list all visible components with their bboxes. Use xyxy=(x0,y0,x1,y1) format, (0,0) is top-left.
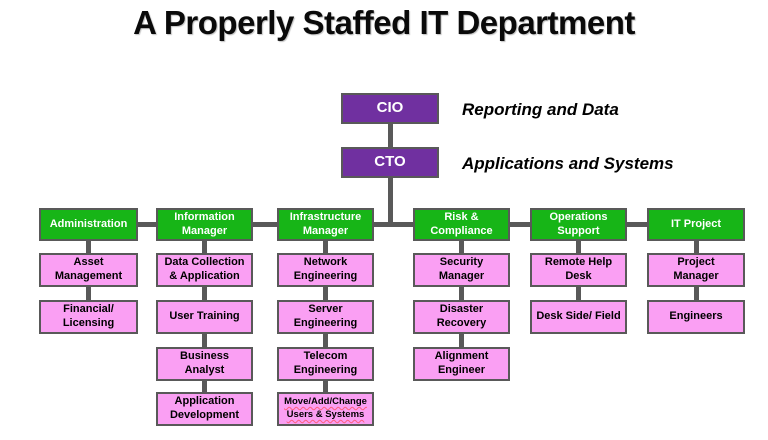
org-node-security-manager: Security Manager xyxy=(413,253,510,287)
org-node-application-development: Application Development xyxy=(156,392,253,426)
org-node-cto: CTO xyxy=(341,147,439,178)
org-node-desk-side-field: Desk Side/ Field xyxy=(530,300,627,334)
org-node-disaster-recovery: Disaster Recovery xyxy=(413,300,510,334)
connector-cto-bus xyxy=(388,176,393,227)
org-node-user-training: User Training xyxy=(156,300,253,334)
org-node-infrastructure-manager: Infrastructure Manager xyxy=(277,208,374,241)
connector-infrastructure-risk xyxy=(372,222,415,227)
org-node-risk-compliance: Risk & Compliance xyxy=(413,208,510,241)
org-node-telecom-engineering: Telecom Engineering xyxy=(277,347,374,381)
org-node-it-project: IT Project xyxy=(647,208,745,241)
connector-risk-operations xyxy=(508,222,532,227)
org-node-asset-management: Asset Management xyxy=(39,253,138,287)
org-node-project-manager: Project Manager xyxy=(647,253,745,287)
annotation-applications-and-systems: Applications and Systems xyxy=(462,154,674,173)
org-node-financial-licensing: Financial/ Licensing xyxy=(39,300,138,334)
connector-cio-cto xyxy=(388,120,393,150)
org-node-move-add-change-users-systems: Move/Add/Change Users & Systems xyxy=(277,392,374,426)
annotation-reporting-and-data: Reporting and Data xyxy=(462,100,619,119)
connector-operations-itproject xyxy=(625,222,649,227)
org-node-network-engineering: Network Engineering xyxy=(277,253,374,287)
org-node-remote-help-desk: Remote Help Desk xyxy=(530,253,627,287)
connector-information-infrastructure xyxy=(251,222,279,227)
org-node-server-engineering: Server Engineering xyxy=(277,300,374,334)
org-node-data-collection-application: Data Collection & Application xyxy=(156,253,253,287)
page-title: A Properly Staffed IT Department xyxy=(133,4,635,41)
org-node-administration: Administration xyxy=(39,208,138,241)
org-node-cio: CIO xyxy=(341,93,439,124)
connector-administration-information xyxy=(136,222,158,227)
org-node-operations-support: Operations Support xyxy=(530,208,627,241)
org-node-information-manager: Information Manager xyxy=(156,208,253,241)
org-node-engineers: Engineers xyxy=(647,300,745,334)
org-node-business-analyst: Business Analyst xyxy=(156,347,253,381)
org-node-alignment-engineer: Alignment Engineer xyxy=(413,347,510,381)
